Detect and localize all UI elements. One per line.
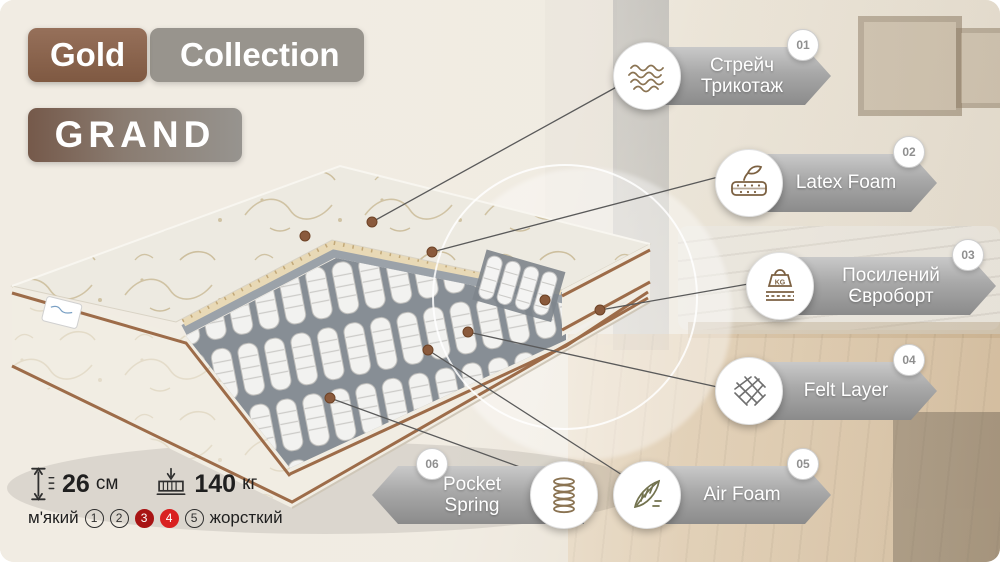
height-unit: см <box>95 473 119 494</box>
air-foam-feather-icon <box>613 461 681 529</box>
svg-text:KG: KG <box>775 280 786 287</box>
weight-unit: кг <box>242 473 258 494</box>
callout-stretch-knit: Стрейч Трикотаж 01 <box>613 29 831 110</box>
callout-number-badge: 04 <box>893 344 925 376</box>
callout-label: Felt Layer <box>803 380 889 402</box>
callout-reinforced-border: Посилений Євроборт KG 03 <box>746 239 996 320</box>
height-arrow-icon <box>31 467 55 501</box>
firmness-level-1: 1 <box>84 508 104 528</box>
callout-label: Air Foam <box>703 484 781 506</box>
pocket-spring-icon <box>530 461 598 529</box>
callout-number-badge: 01 <box>787 29 819 61</box>
firmness-soft-label: м'який <box>28 508 79 527</box>
callout-pocket-spring: Pocket Spring 06 <box>372 448 598 529</box>
callout-label: Pocket Spring <box>442 473 502 516</box>
gold-label-box: Gold <box>28 28 148 82</box>
height-spec: 26 см <box>28 466 118 502</box>
firmness-scale: м'який 1 2 3 4 5 жорсткий <box>28 508 283 528</box>
specs-block: 26 см 140 кг <box>28 466 257 502</box>
callout-label: Latex Foam <box>795 172 897 194</box>
callout-number-badge: 06 <box>416 448 448 480</box>
weight-value: 140 <box>194 469 237 498</box>
callout-number-badge: 03 <box>952 239 984 271</box>
firmness-level-5: 5 <box>184 508 204 528</box>
decor-circle-glow <box>440 168 732 460</box>
callout-number-badge: 05 <box>787 448 819 480</box>
callout-number-badge: 02 <box>893 136 925 168</box>
max-load-icon <box>156 467 186 496</box>
callout-latex-foam: Latex Foam 02 <box>715 136 937 217</box>
felt-layer-icon <box>715 357 783 425</box>
reinforced-border-kg-icon: KG <box>746 252 814 320</box>
firmness-hard-label: жорсткий <box>209 508 283 527</box>
callout-label: Посилений Євроборт <box>842 264 940 307</box>
collection-label: Collection <box>180 36 340 73</box>
gold-label: Gold <box>50 36 126 73</box>
model-name-box: GRAND <box>28 108 242 162</box>
firmness-level-2: 2 <box>109 508 129 528</box>
collection-label-box: Collection <box>150 28 364 82</box>
callout-air-foam: Air Foam 05 <box>613 448 831 529</box>
model-name: GRAND <box>54 114 216 155</box>
callout-label: Стрейч Трикотаж <box>700 54 784 97</box>
firmness-level-3: 3 <box>134 508 154 528</box>
firmness-level-4: 4 <box>159 508 179 528</box>
latex-foam-icon <box>715 149 783 217</box>
height-value: 26 <box>62 469 90 498</box>
callout-felt-layer: Felt Layer 04 <box>715 344 937 425</box>
stretch-knit-icon <box>613 42 681 110</box>
max-weight-spec: 140 кг <box>154 467 257 501</box>
